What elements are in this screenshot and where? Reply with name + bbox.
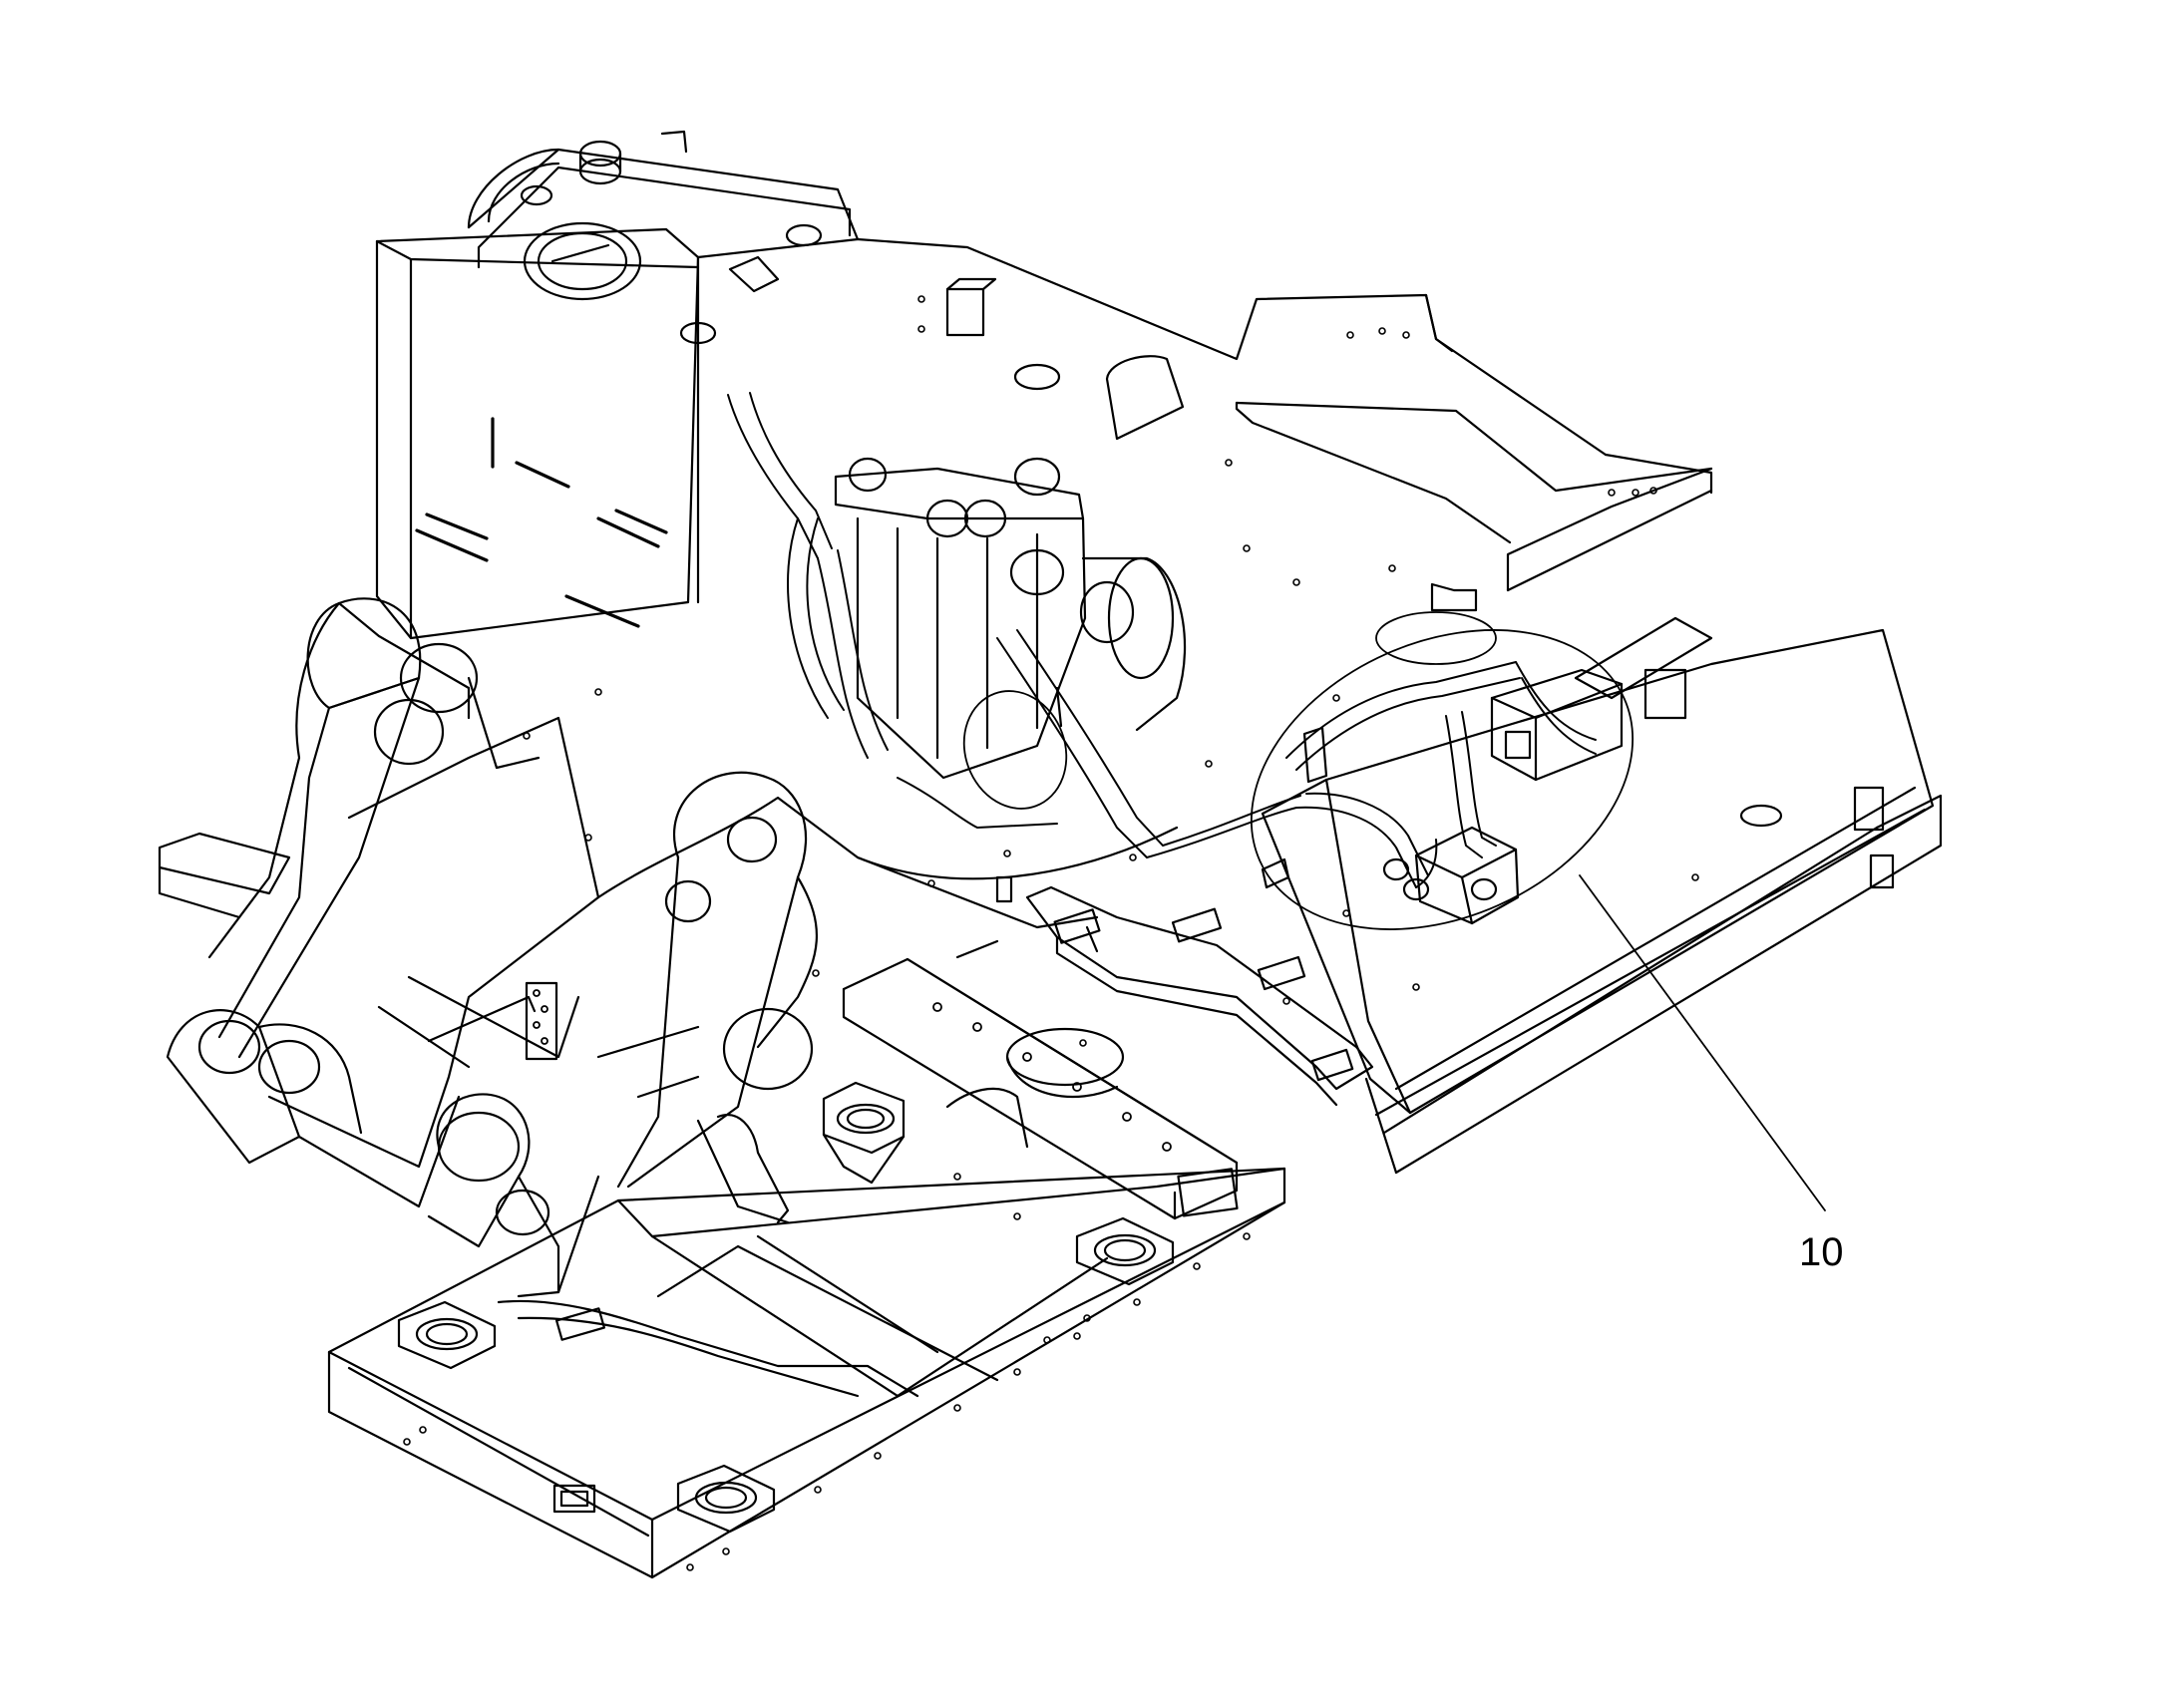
mast-bolts [533, 989, 548, 1045]
boom-mast [158, 597, 600, 1208]
breather-icon [578, 140, 622, 185]
tank-slots [415, 417, 668, 628]
lower-frame-mounts [397, 1216, 1175, 1534]
slew-bearing-mount-center [676, 1464, 776, 1534]
boom-arm-front [427, 771, 818, 1298]
front-cross-beam [842, 957, 1239, 1220]
turntable-base [596, 796, 1179, 1099]
filler-cap-icon [523, 221, 642, 301]
slew-mount-block [696, 1081, 906, 1224]
beam-bolts [932, 1002, 1172, 1152]
detail-valve-assembly [1261, 668, 1624, 925]
right-side-frame [1261, 616, 1943, 1175]
callout-highlights [962, 611, 1635, 930]
detail-ellipse-small [962, 690, 1068, 810]
track-mount-plate [1025, 885, 1374, 1107]
lower-frame-bolts [403, 1173, 1251, 1571]
lower-frame [327, 1167, 1286, 1579]
upper-frame-rear [856, 237, 1713, 612]
frame-bolt-holes [523, 295, 1699, 1047]
hydraulic-hoses [727, 392, 1597, 888]
detail-ellipse-10 [1250, 629, 1635, 930]
callout-label-10: 10 [1799, 1230, 1844, 1274]
slew-bearing-mount-right [1075, 1216, 1175, 1286]
control-valve-block [834, 457, 1187, 780]
callout-leader-10 [1579, 874, 1826, 1211]
hydraulic-tank [375, 130, 860, 640]
slew-bearing-mount-left [397, 1300, 497, 1370]
